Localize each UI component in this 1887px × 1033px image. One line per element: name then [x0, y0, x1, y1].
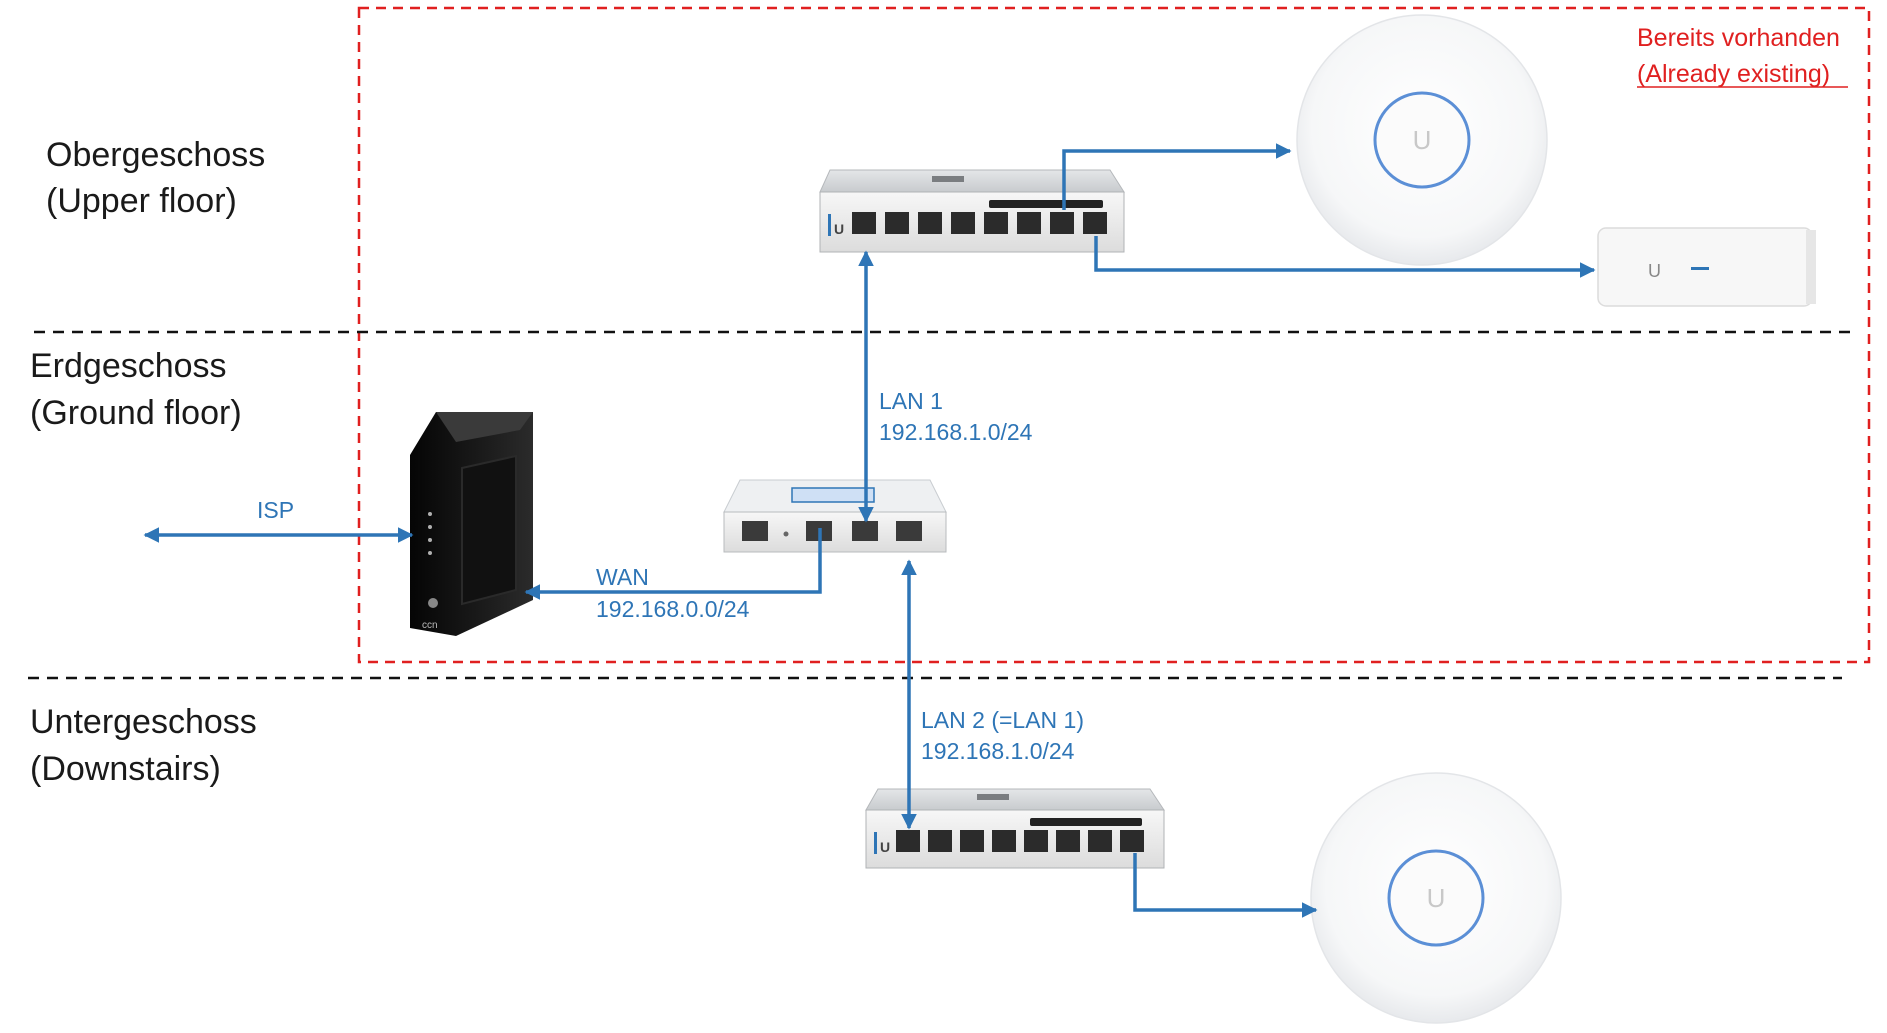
lan1-label: LAN 1 — [879, 388, 943, 414]
isp-label: ISP — [257, 497, 294, 523]
floor-label-ground: Erdgeschoss — [30, 347, 227, 385]
existing-region-border — [357, 6, 1871, 664]
floor-label-downstairs: Untergeschoss — [30, 703, 257, 741]
existing-note-en: (Already existing) — [1637, 60, 1830, 88]
floor-label-downstairs-en: (Downstairs) — [30, 750, 221, 788]
poe-switch-icon: U — [819, 169, 1125, 253]
floor-label-upper: Obergeschoss — [46, 136, 265, 174]
existing-note: Bereits vorhanden — [1637, 24, 1840, 52]
svg-text:U: U — [1413, 125, 1432, 155]
floor-label-upper-en: (Upper floor) — [46, 182, 237, 220]
wifi-access-point-icon: U — [1310, 772, 1562, 1024]
link-upper-ap — [1062, 143, 1292, 210]
svg-text:ccn: ccn — [422, 620, 438, 631]
lan2-subnet: 192.168.1.0/24 — [921, 738, 1075, 764]
wifi-access-point-icon: U — [1296, 14, 1548, 266]
link-wan — [524, 528, 822, 600]
svg-text:U: U — [1648, 261, 1661, 281]
svg-text:U: U — [834, 221, 844, 237]
lan1-subnet: 192.168.1.0/24 — [879, 419, 1033, 445]
wan-subnet: 192.168.0.0/24 — [596, 596, 750, 622]
cable-modem-icon: ccn — [410, 412, 533, 636]
wan-label: WAN — [596, 564, 649, 590]
lan2-label: LAN 2 (=LAN 1) — [921, 707, 1084, 733]
cloud-key-icon: U — [1597, 227, 1816, 307]
svg-text:U: U — [880, 839, 890, 855]
floor-label-ground-en: (Ground floor) — [30, 394, 242, 432]
security-gateway-icon — [723, 479, 947, 553]
link-downstairs-ap — [1133, 853, 1318, 918]
link-cloud-key — [1094, 236, 1596, 278]
svg-text:U: U — [1427, 883, 1446, 913]
